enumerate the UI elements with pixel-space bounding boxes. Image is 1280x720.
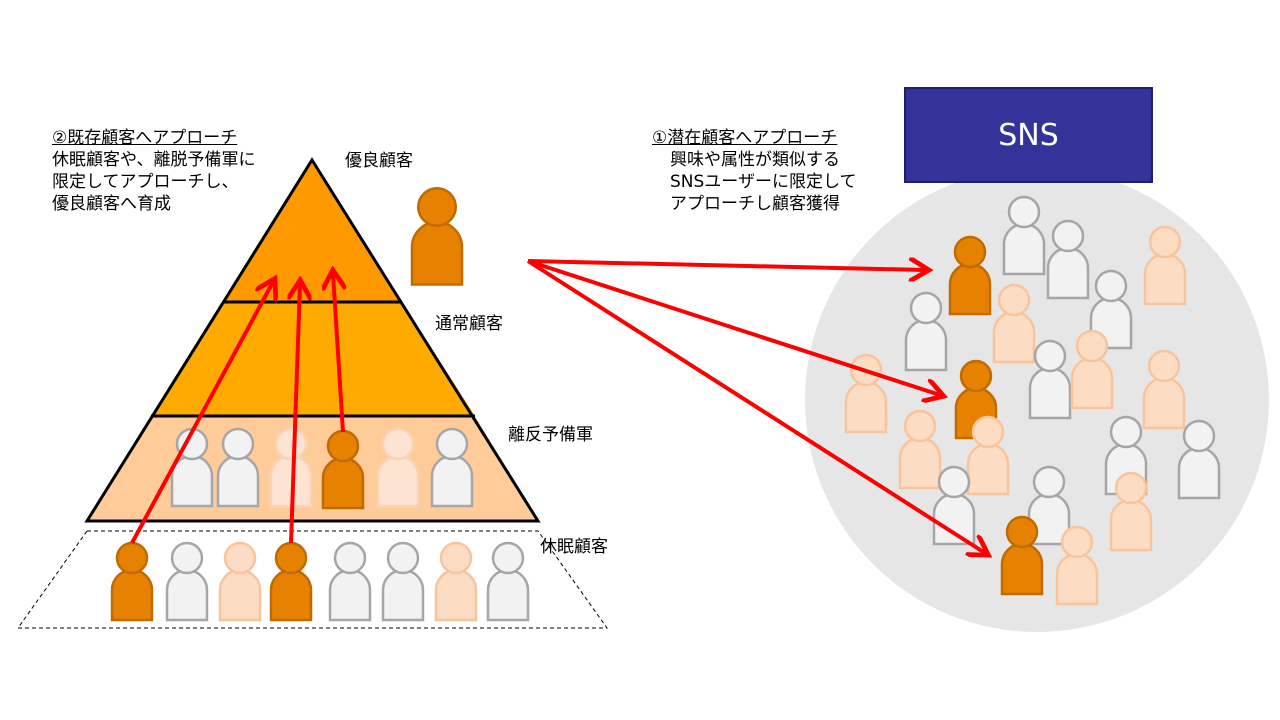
person-icon bbox=[165, 541, 209, 622]
person-icon bbox=[932, 465, 976, 546]
approach-arrow bbox=[526, 259, 985, 553]
person-icon bbox=[1046, 219, 1090, 300]
right-note-line: SNSユーザーに限定して bbox=[670, 172, 857, 192]
person-icon bbox=[1070, 329, 1114, 410]
person-icon bbox=[1000, 515, 1044, 596]
person-icon bbox=[1143, 225, 1187, 306]
right-note-line: アプローチし顧客獲得 bbox=[670, 194, 840, 214]
person-icon bbox=[328, 541, 372, 622]
left-note-heading: ②既存顧客へアプローチ bbox=[52, 128, 238, 148]
person-icon bbox=[1142, 349, 1186, 430]
person-icon bbox=[904, 291, 948, 372]
person-icon bbox=[1027, 465, 1071, 546]
person-icon bbox=[1028, 339, 1072, 420]
person-icon bbox=[434, 541, 478, 622]
person-icon bbox=[269, 427, 313, 508]
tier-label-top: 優良顧客 bbox=[345, 151, 413, 171]
person-icon bbox=[376, 427, 420, 508]
left-note: ②既存顧客へアプローチ 休眠顧客や、離脱予備軍に 限定してアプローチし、 優良顧… bbox=[52, 127, 256, 215]
person-icon bbox=[1055, 525, 1099, 606]
tier-label-dormant: 休眠顧客 bbox=[540, 537, 608, 557]
right-note: ①潜在顧客へアプローチ 興味や属性が類似する SNSユーザーに限定して アプロー… bbox=[652, 127, 856, 215]
person-icon bbox=[486, 541, 530, 622]
person-icon bbox=[216, 427, 260, 508]
person-icon bbox=[948, 235, 992, 316]
left-note-line: 限定してアプローチし、 bbox=[52, 172, 239, 192]
person-icon bbox=[898, 409, 942, 490]
dormant-zone bbox=[17, 530, 608, 629]
approach-arrow bbox=[527, 261, 925, 270]
person-icon bbox=[966, 415, 1010, 496]
person-icon bbox=[381, 541, 425, 622]
tier-label-normal: 通常顧客 bbox=[435, 314, 503, 334]
person-icon bbox=[170, 427, 214, 508]
approach-arrow bbox=[291, 284, 300, 544]
person-icon bbox=[430, 427, 474, 508]
tier-normal bbox=[151, 302, 475, 416]
left-note-line: 休眠顧客や、離脱予備軍に bbox=[52, 150, 256, 170]
tier-label-churn-risk: 離反予備軍 bbox=[508, 425, 593, 445]
tier-top bbox=[224, 160, 402, 302]
person-icon bbox=[992, 283, 1036, 364]
right-note-heading: ①潜在顧客へアプローチ bbox=[652, 128, 838, 148]
right-note-line: 興味や属性が類似する bbox=[670, 150, 840, 170]
person-icon bbox=[1002, 195, 1046, 276]
person-icon bbox=[218, 541, 262, 622]
approach-arrow bbox=[527, 259, 940, 395]
person-icon bbox=[1109, 471, 1153, 552]
approach-arrow bbox=[130, 282, 273, 544]
left-note-line: 優良顧客へ育成 bbox=[52, 194, 171, 214]
sns-box bbox=[904, 87, 1153, 183]
approach-arrow bbox=[333, 274, 343, 433]
sns-label: SNS bbox=[998, 117, 1059, 153]
person-icon bbox=[269, 541, 313, 622]
person-icon bbox=[410, 187, 464, 286]
person-icon bbox=[321, 429, 365, 510]
person-icon bbox=[1177, 419, 1221, 500]
pyramid-outline bbox=[84, 157, 541, 523]
person-icon bbox=[110, 541, 154, 622]
